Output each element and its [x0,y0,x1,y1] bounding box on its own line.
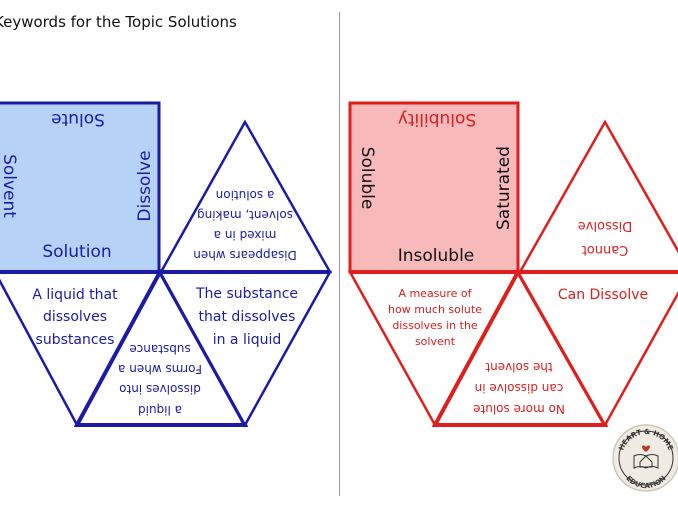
red-bottom-right-text: Can Dissolve [558,287,648,303]
red-card-set: Solubility Soluble Saturated Insoluble C… [347,101,678,428]
blue-square-bottom: Solution [42,242,111,262]
text-line: A liquid that [32,287,118,303]
text-line: substance [129,342,190,356]
text-line: dissolves [43,309,107,325]
text-line: substances [36,332,115,348]
text-line: Cannot [582,242,629,257]
text-line: a liquid [138,403,182,417]
red-top-triangle-text: Cannot Dissolve [578,218,632,257]
red-square [348,101,520,274]
blue-bottom-right-text: The substance that dissolves in a liquid [195,286,298,348]
text-line: No more solute [473,402,565,416]
text-line: a solution [216,188,275,202]
red-bottom-left-text: A measure of how much solute dissolves i… [388,287,482,348]
text-line: dissolves in the [392,319,478,332]
heart-home-education-logo: HEART & HOME EDUCATION [612,424,678,492]
blue-square-left: Solvent [0,154,19,218]
blue-square [0,101,161,274]
text-line: A measure of [398,287,472,300]
text-line: Dissolve [578,218,632,233]
text-line: how much solute [388,303,482,316]
blue-bottom-middle-text: a liquid dissolves into Forms when a sub… [118,342,202,417]
red-square-bottom: Insoluble [398,246,475,266]
blue-square-right: Dissolve [135,150,155,221]
book-house-heart-icon [633,445,659,469]
text-line: The substance [195,286,298,302]
blue-card-set: Solute Solvent Dissolve Solution Disappe… [0,101,333,428]
text-line: Forms when a [118,362,202,376]
text-line: solvent [415,335,456,348]
blue-top-triangle-text: Disappears when mixed in a solvent, maki… [193,188,297,262]
page-title: Keywords for the Topic Solutions [0,13,237,31]
text-line: can dissolve in [475,381,564,395]
blue-square-top: Solute [51,109,105,129]
red-square-left: Soluble [357,147,377,210]
red-bottom-middle-text: No more solute can dissolve in the solve… [473,360,565,416]
text-line: the solvent [485,360,553,374]
red-square-top: Solubility [398,109,476,129]
text-line: mixed in a [214,228,277,242]
red-square-right: Saturated [494,146,514,230]
text-line: solvent, making [197,208,293,222]
divider [339,12,340,496]
text-line: in a liquid [213,332,282,348]
text-line: that dissolves [199,309,296,325]
text-line: Disappears when [193,248,297,262]
text-line: dissolves into [119,382,201,396]
blue-bottom-left-text: A liquid that dissolves substances [32,287,118,348]
